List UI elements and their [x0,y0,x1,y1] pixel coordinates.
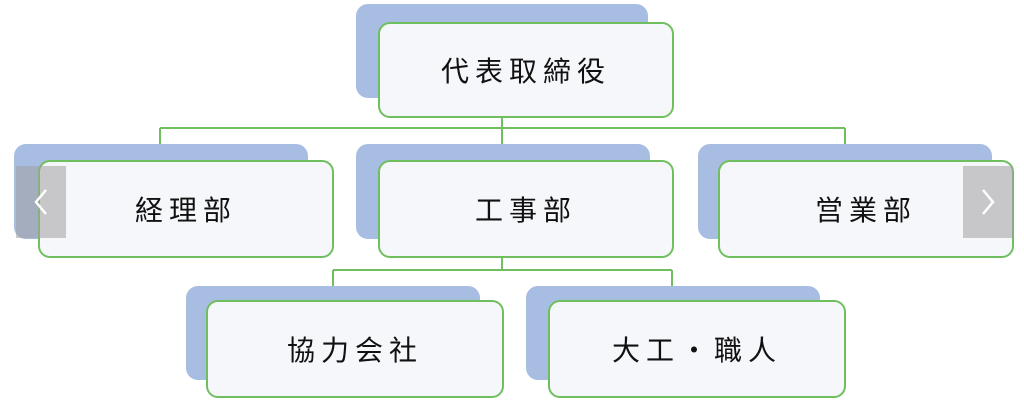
node-partners-card: 協力会社 [206,300,504,398]
carousel-next-button[interactable] [963,166,1013,238]
node-construction: 工事部 [356,144,676,259]
node-craftsmen-card: 大工・職人 [548,300,846,398]
node-ceo-card: 代表取締役 [378,22,674,118]
node-sales-label: 営業部 [814,194,917,227]
node-craftsmen-label: 大工・職人 [611,334,782,367]
chevron-right-icon [982,189,995,215]
node-partners: 協力会社 [186,286,506,400]
node-partners-label: 協力会社 [286,334,423,367]
node-craftsmen: 大工・職人 [526,286,848,400]
node-accounting-card: 経理部 [38,160,334,258]
carousel-prev-button[interactable] [16,166,66,238]
node-ceo-label: 代表取締役 [440,55,611,88]
node-ceo: 代表取締役 [356,4,676,118]
node-construction-label: 工事部 [474,194,577,227]
chevron-left-icon [34,189,47,215]
node-accounting-label: 経理部 [134,194,237,227]
node-construction-card: 工事部 [378,160,674,258]
